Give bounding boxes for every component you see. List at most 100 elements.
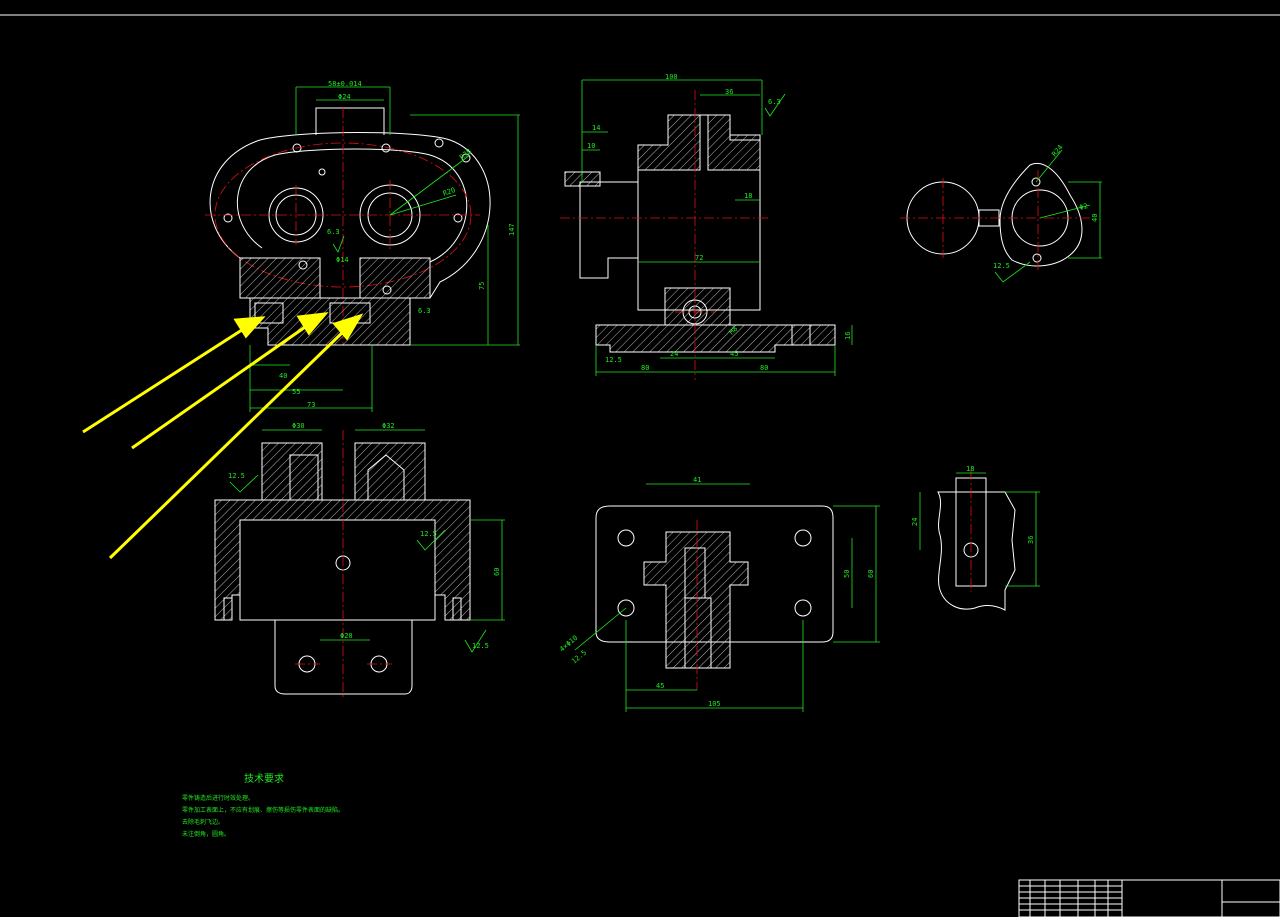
plate-t-section — [643, 531, 749, 669]
dim-width-40: 40 — [279, 372, 287, 380]
section-bottom-tab — [274, 620, 413, 695]
plate-hole — [617, 529, 635, 547]
dim-plate-50: 50 — [843, 570, 851, 578]
top-boss — [315, 107, 385, 135]
roughness-sec-c: 12.5 — [472, 642, 489, 650]
plate-hole — [794, 529, 812, 547]
plate-hole — [794, 599, 812, 617]
dim-ear-40: 40 — [1091, 214, 1099, 222]
dim-plate-holes: 4×Φ10 — [558, 634, 579, 654]
section-left-pin — [223, 597, 233, 621]
notes-title: 技术要求 — [244, 772, 284, 785]
section-upper-hatch-r — [354, 442, 426, 501]
callout-arrows — [82, 312, 364, 560]
dim-ear-r24: R24 — [1050, 143, 1064, 158]
roughness-side-b: 12.5 — [605, 356, 622, 364]
front-view: 58±0.014 Φ24 147 75 R38 R20 40 55 73 Φ14… — [205, 80, 520, 412]
dim-side-100: 100 — [665, 73, 678, 81]
dim-side-72: 72 — [695, 254, 703, 262]
note-line-2: 零件加工表面上，不应有划痕、擦伤等损伤零件表面的缺陷。 — [182, 806, 344, 814]
side-left-flange — [579, 181, 638, 279]
note-line-1: 零件铸造后进行时效处理。 — [182, 794, 254, 802]
dim-top-diameter: Φ24 — [338, 93, 351, 101]
section-v-notch — [367, 454, 405, 501]
callout-arrow-1 — [82, 326, 246, 434]
dim-sec-20: Φ20 — [340, 632, 353, 640]
section-inner-cavity — [239, 519, 436, 621]
roughness-plate: 12.5 — [570, 649, 588, 666]
dim-side-m8: M8 — [728, 325, 740, 337]
dim-radius-38: R38 — [458, 147, 473, 161]
dim-plate-60: 60 — [867, 570, 875, 578]
side-base — [595, 324, 836, 353]
dim-detail-18: 18 — [966, 465, 974, 473]
note-line-4: 未注倒角，圆角。 — [182, 830, 230, 838]
dim-height-75: 75 — [478, 282, 486, 290]
dim-side-16: 16 — [844, 332, 852, 340]
dim-diameter-14: Φ14 — [336, 256, 349, 264]
dim-side-24: 24 — [670, 350, 678, 358]
dim-plate-105: 105 — [708, 700, 721, 708]
dim-side-80a: 80 — [641, 364, 649, 372]
base-section-hatch — [359, 257, 431, 299]
bolt-hole — [223, 213, 233, 223]
section-right-pin — [452, 597, 462, 621]
ear-hole — [1032, 253, 1042, 263]
callout-arrowhead-3 — [332, 313, 364, 341]
dim-radius-20: R20 — [442, 186, 457, 198]
dim-side-14: 14 — [592, 124, 600, 132]
dim-sec-60: 60 — [493, 568, 501, 576]
dim-ear-phi2: Φ2 — [1078, 202, 1088, 212]
dim-plate-41: 41 — [693, 476, 701, 484]
oval-inner — [236, 148, 468, 263]
side-left-slot — [564, 171, 601, 187]
plate-outline — [595, 505, 834, 643]
roughness-sec-a: 12.5 — [228, 472, 245, 480]
dim-width-73: 73 — [307, 401, 315, 409]
dim-side-36: 36 — [725, 88, 733, 96]
section-view: Φ30 Φ32 Φ20 60 12.5 12.5 12.5 — [214, 422, 505, 700]
dim-side-18: 18 — [744, 192, 752, 200]
roughness-6-3b: 6.3 — [418, 307, 431, 315]
dim-width-55: 55 — [292, 388, 300, 396]
detail-outline — [937, 491, 1016, 611]
roughness-ear: 12.5 — [993, 262, 1010, 270]
dim-side-10: 10 — [587, 142, 595, 150]
technical-notes: 技术要求 零件铸造后进行时效处理。 零件加工表面上，不应有划痕、擦伤等损伤零件表… — [182, 772, 344, 838]
plate-view: 41 45 105 60 50 4×Φ10 12.5 — [558, 476, 880, 712]
callout-arrow-2 — [131, 323, 309, 450]
side-body-hatch-r — [707, 114, 761, 171]
bolt-hole — [318, 168, 326, 176]
dim-sec-30: Φ30 — [292, 422, 305, 430]
detail-view: 18 24 36 — [911, 465, 1040, 611]
bolt-hole — [461, 153, 471, 163]
roughness-6-3: 6.3 — [327, 228, 340, 236]
bolt-hole — [292, 143, 302, 153]
dim-height-147: 147 — [508, 223, 516, 236]
bolt-hole — [434, 138, 444, 148]
dim-side-45: 45 — [730, 350, 738, 358]
dim-top-width: 58±0.014 — [328, 80, 362, 88]
bolt-hole — [453, 213, 463, 223]
callout-arrow-3 — [108, 328, 347, 560]
side-view: 100 36 14 10 18 72 24 45 80 80 16 M8 6.3… — [560, 73, 853, 380]
ear-flange — [999, 162, 1083, 267]
note-line-3: 去除毛刺飞边。 — [182, 818, 224, 826]
dim-plate-45: 45 — [656, 682, 664, 690]
roughness-side: 6.3 — [768, 98, 781, 106]
side-body-hatch — [637, 114, 701, 171]
section-lower-hatch — [214, 499, 471, 621]
callout-arrowhead-1 — [233, 316, 266, 339]
base-section-hatch — [239, 257, 321, 299]
dim-detail-24: 24 — [911, 518, 919, 526]
dim-sec-32: Φ32 — [382, 422, 395, 430]
plate-hole — [617, 599, 635, 617]
section-upper-hatch — [261, 442, 323, 501]
oval-body — [209, 132, 491, 299]
title-block — [1018, 879, 1280, 917]
ear-hole — [1031, 177, 1041, 187]
dim-side-80b: 80 — [760, 364, 768, 372]
dim-detail-36: 36 — [1027, 536, 1035, 544]
roughness-sec-b: 12.5 — [420, 530, 437, 538]
